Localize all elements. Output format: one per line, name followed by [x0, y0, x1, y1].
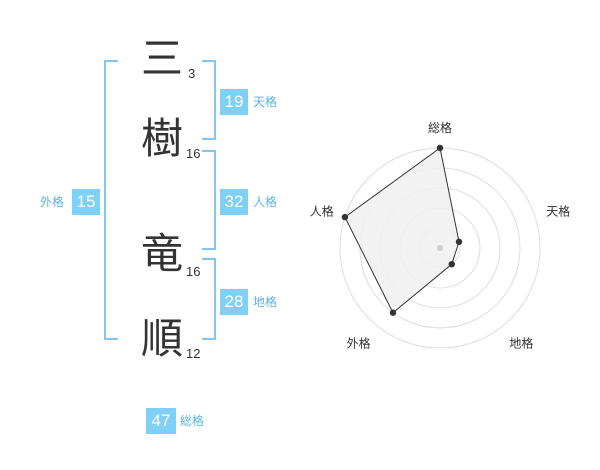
jinkaku-label: 人格 — [253, 195, 278, 209]
stroke-count-1: 3 — [188, 66, 196, 81]
radar-point-1 — [436, 144, 444, 152]
stroke-count-4: 12 — [186, 346, 201, 361]
radar-axis-label-5: 人格 — [310, 204, 334, 219]
stroke-count-3: 16 — [186, 264, 201, 279]
radar-axis-label-2: 天格 — [546, 204, 570, 219]
stroke-count-2: 16 — [186, 146, 201, 161]
gaikaku-bracket — [104, 60, 118, 340]
name-char-3: 竜 — [140, 229, 183, 278]
radar-point-4 — [389, 309, 397, 316]
radar-point-2 — [455, 238, 463, 246]
gaikaku-label: 外格 — [40, 195, 65, 209]
jinkaku-bracket — [202, 150, 216, 250]
chikaku-label: 地格 — [253, 295, 278, 309]
chikaku-value-badge: 28 — [220, 289, 248, 315]
radar-center-dot — [437, 245, 443, 251]
name-char-4: 順 — [140, 314, 183, 363]
name-char-1: 三 — [140, 34, 183, 83]
soukaku-value-badge: 47 — [146, 408, 176, 434]
jinkaku-value-badge: 32 — [220, 189, 248, 215]
radar-data-polygon — [344, 147, 460, 314]
radar-axis-label-1: 総格 — [428, 120, 452, 135]
soukaku-label: 総格 — [180, 414, 205, 428]
chikaku-bracket — [202, 258, 216, 340]
radar-point-5 — [341, 213, 349, 221]
radar-axis-label-4: 外格 — [347, 335, 371, 350]
gaikaku-value-badge: 15 — [72, 189, 100, 215]
tenkaku-bracket — [202, 60, 216, 140]
tenkaku-label: 天格 — [253, 95, 278, 109]
radar-axis-label-3: 地格 — [509, 335, 533, 350]
radar-point-3 — [448, 260, 455, 268]
tenkaku-value-badge: 19 — [220, 89, 248, 115]
name-char-2: 樹 — [140, 114, 183, 163]
